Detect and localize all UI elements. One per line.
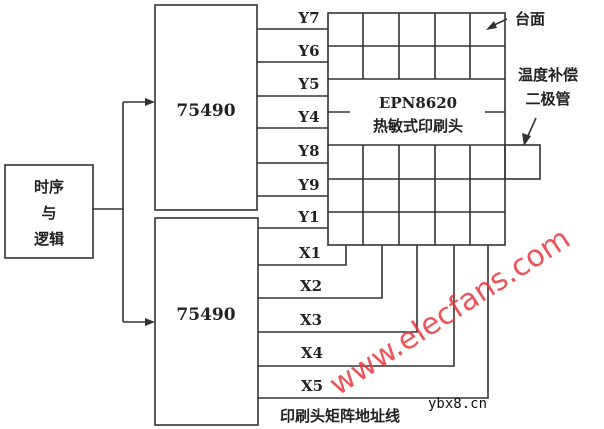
logic-label-2: 与: [41, 204, 56, 222]
driver-bottom-box: [154, 217, 259, 426]
watermark: www.elecfans.com: [323, 221, 576, 402]
x-label: X1: [299, 244, 321, 262]
print-head-name: 热敏式印刷头: [373, 117, 463, 135]
driver-bottom-label: 75490: [176, 305, 235, 325]
y-label: Y9: [297, 176, 319, 194]
diode-arrow-icon: [522, 133, 531, 146]
print-head-model: EPN8620: [379, 94, 457, 112]
diode-pointer: [526, 117, 537, 139]
platen-arrow-icon: [486, 21, 497, 30]
y-label: Y4: [297, 108, 319, 126]
logic-connector: [93, 101, 150, 323]
logic-block: [4, 164, 94, 259]
address-lines-caption: 印刷头矩阵地址线: [280, 407, 400, 425]
diode-label-2: 二极管: [525, 90, 570, 108]
y-label: Y7: [297, 9, 319, 27]
driver-top-label: 75490: [176, 101, 235, 121]
x-label: X4: [301, 344, 323, 362]
x-label: X3: [300, 311, 322, 329]
x-label: X5: [301, 377, 323, 395]
arrow-top-icon: [145, 98, 155, 106]
y-label: Y5: [297, 75, 319, 93]
diode-label-1: 温度补偿: [518, 66, 578, 84]
x-lines: X1 X2 X3 X4 X5: [258, 244, 489, 399]
arrow-bottom-icon: [145, 318, 155, 326]
diode-box: [504, 144, 541, 180]
driver-top-box: [154, 4, 258, 211]
platen-label: 台面: [515, 10, 545, 28]
y-label: Y8: [297, 142, 319, 160]
y-label: Y6: [297, 42, 319, 60]
y-lines: Y7 Y6 Y5 Y4 Y8 Y9 Y1: [257, 9, 328, 229]
y-label: Y1: [297, 208, 319, 226]
logic-label-1: 时序: [34, 178, 64, 196]
x-label: X2: [300, 277, 322, 295]
logic-label-3: 逻辑: [34, 230, 64, 248]
source-mark: ybx8.cn: [428, 396, 487, 412]
